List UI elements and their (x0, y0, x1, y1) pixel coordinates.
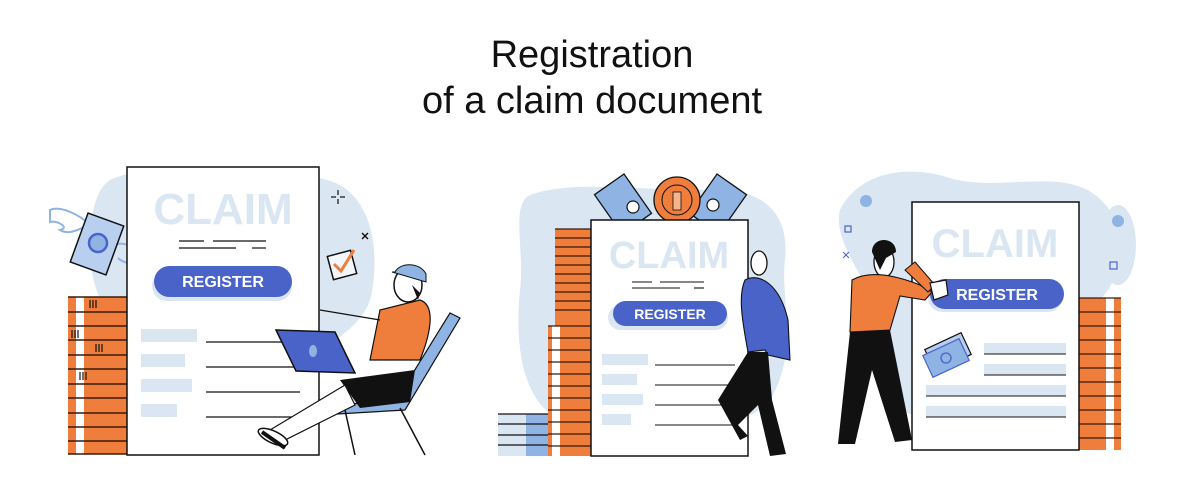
hexagon-icon (860, 195, 872, 207)
register-button (154, 266, 292, 297)
paper-stack-icon (498, 413, 548, 456)
banknote-icon (922, 331, 972, 379)
coin-icon (653, 176, 701, 224)
register-button (613, 301, 727, 326)
checkbox-icon (326, 249, 358, 281)
book-stack-icon (1079, 297, 1121, 450)
banknotes-icon (593, 173, 748, 235)
claim-heading: CLAIM (932, 222, 1059, 266)
book-stack-icon (68, 296, 128, 455)
title-line-1: Registration (490, 34, 694, 76)
title-line-2: of a claim document (421, 80, 763, 122)
register-button-label: REGISTER (182, 274, 264, 291)
cross-icon (361, 232, 369, 240)
man-sitting-with-laptop (257, 264, 431, 450)
cross-icon (842, 251, 850, 259)
man-pressing-register (838, 240, 949, 444)
book-stack-icon (548, 228, 591, 456)
circle-icon (1112, 215, 1124, 227)
sparkle-icon (331, 190, 345, 204)
claim-heading: CLAIM (153, 185, 292, 234)
man-leaning-on-document (718, 250, 791, 456)
laptop-icon (274, 329, 357, 374)
page-title: Registration of a claim document (0, 32, 1184, 124)
register-button (930, 279, 1064, 309)
register-button-label: REGISTER (956, 287, 1038, 304)
claim-heading: CLAIM (609, 235, 729, 277)
register-button-label: REGISTER (634, 306, 706, 322)
square-icon (844, 225, 1118, 270)
